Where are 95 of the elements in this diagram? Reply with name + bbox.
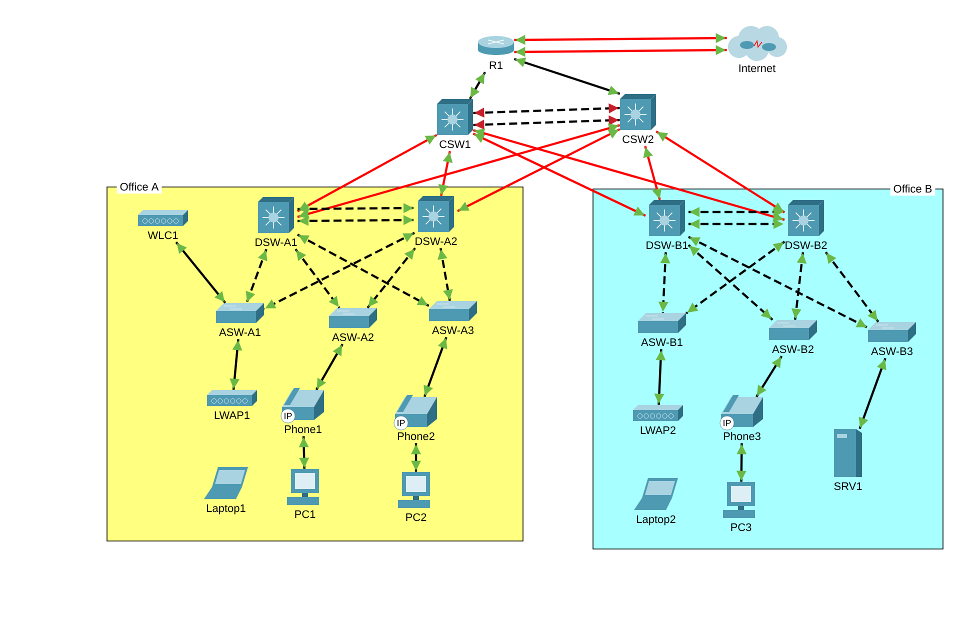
cloud: Internet [728,26,787,72]
cable [688,207,785,217]
node-label: R1 [490,61,502,69]
multilayer-switch: CSW2 [620,94,656,144]
access-point: LWAP2 [633,405,683,434]
wireless-controller: WLC1 [138,210,188,240]
node-label: ASW-A2 [332,333,374,342]
ip-badge: IP [394,416,408,430]
pc: PC2 [398,472,430,522]
node-label: Laptop1 [207,504,246,514]
node-label: CSW1 [440,140,470,148]
cable [264,232,416,310]
ip-phone: IP Phone1 [280,388,324,434]
cable [756,356,783,398]
multilayer-switch: DSW-B2 [786,200,827,250]
node-label: DSW-A2 [416,237,457,246]
node-label: Phone3 [724,432,760,440]
cable [468,72,486,100]
multilayer-switch: DSW-A1 [256,197,297,246]
cable [366,248,416,308]
node-label: DSW-B2 [786,241,827,250]
cable [298,215,415,226]
node-label: ASW-A1 [219,328,260,336]
node-label: ASW-A3 [432,326,474,334]
cable [294,248,340,308]
ip-phone: IP Phone3 [720,395,763,440]
cable [296,234,430,307]
cable [438,150,453,196]
cable [824,252,880,322]
cable [297,203,415,214]
node-label: PC2 [406,513,426,522]
cable [472,128,785,222]
cable [736,443,747,482]
switch: ASW-B3 [868,322,916,356]
cable [473,115,620,130]
cable [438,248,453,301]
router: R1 [478,36,514,69]
multilayer-switch: CSW1 [437,99,473,148]
switch: ASW-A3 [429,301,477,334]
server: SRV1 [834,429,862,490]
cable [858,358,886,430]
cable [643,146,662,200]
cable [688,236,868,329]
cable [514,33,727,45]
cable [656,130,786,214]
switch: ASW-B1 [638,313,686,346]
cable [654,349,666,405]
switch: ASW-A1 [216,303,264,336]
pc: PC3 [723,482,755,532]
cable [411,443,421,472]
cable [423,336,448,398]
node-label: PC1 [295,510,316,518]
cable [175,242,226,304]
node-label: Phone1 [284,425,322,434]
pc: PC1 [287,469,319,518]
cable [472,132,646,217]
node-label: PC3 [731,523,752,532]
node-label: DSW-A1 [256,238,297,246]
cable [246,248,268,304]
cable [296,134,438,212]
cable [658,252,670,313]
cable [457,128,620,212]
node-label: CSW2 [622,135,654,144]
cable [230,339,242,390]
cable [297,123,620,219]
cable [315,344,344,390]
multilayer-switch: DSW-B1 [646,200,688,250]
ip-badge: IP [720,416,734,430]
node-label: SRV1 [834,482,862,490]
ip-phone: IP Phone2 [394,395,437,440]
node-label: DSW-B1 [646,241,688,250]
node-label: ASW-B1 [641,338,682,346]
node-label: ASW-B2 [772,345,814,354]
node-label: Laptop2 [637,515,676,526]
node-label: ASW-B3 [871,347,913,356]
access-point: LWAP1 [207,390,257,419]
laptop: Laptop1 [204,467,248,514]
multilayer-switch: DSW-A2 [416,196,457,246]
cable [686,240,786,314]
ip-badge: IP [280,408,296,424]
node-label: LWAP1 [214,411,250,419]
node-label: Phone2 [398,432,434,440]
laptop: Laptop2 [634,478,678,526]
cable [791,252,807,320]
cable [298,436,310,469]
node-label: LWAP2 [640,426,676,434]
cable [473,103,620,118]
cable [514,58,620,96]
node-label: WLC1 [148,231,178,240]
cable [514,45,727,57]
switch: ASW-B2 [769,320,817,354]
cable [688,244,774,321]
node-label: Internet [739,64,776,72]
cable [688,219,785,229]
switch: ASW-A2 [329,308,377,342]
